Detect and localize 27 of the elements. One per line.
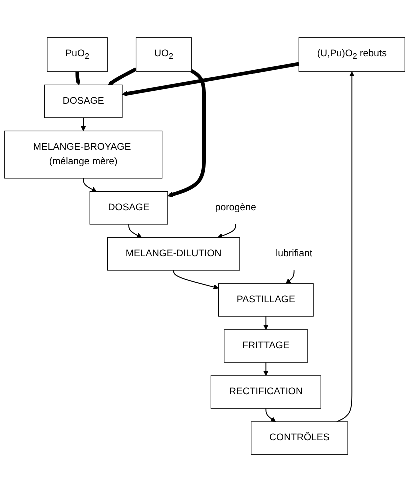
arrow — [173, 270, 219, 290]
node-box: FRITTAGE — [224, 330, 308, 364]
node-box: DOSAGE — [90, 192, 168, 226]
arrow — [80, 118, 86, 132]
node-box: (U,Pu)O$_{2}$ rebuts — [298, 38, 406, 72]
node-box: PuO$_{2}$ — [47, 38, 108, 72]
node-box: UO$_{2}$ — [136, 38, 192, 72]
node-text: porogène — [215, 202, 256, 214]
arrow — [83, 178, 97, 192]
arrow — [266, 408, 276, 422]
arrow — [168, 70, 206, 198]
node-box: MELANGE-BROYAGE (mélange mère) — [4, 131, 163, 180]
arrow — [264, 316, 269, 330]
arrow — [122, 62, 300, 97]
arrow — [218, 224, 236, 239]
node-box: CONTRÔLES — [251, 422, 348, 456]
node-box: RECTIFICATION — [210, 376, 322, 410]
node-box: PASTILLAGE — [218, 284, 314, 318]
arrow — [286, 270, 295, 284]
arrow — [108, 68, 138, 86]
node-box: DOSAGE — [44, 85, 123, 118]
node-box: MELANGE-DILUTION — [107, 238, 240, 272]
arrow — [336, 72, 355, 423]
arrow — [128, 224, 142, 238]
node-text: lubrifiant — [276, 248, 313, 260]
arrow — [75, 71, 81, 86]
arrow — [264, 362, 269, 376]
